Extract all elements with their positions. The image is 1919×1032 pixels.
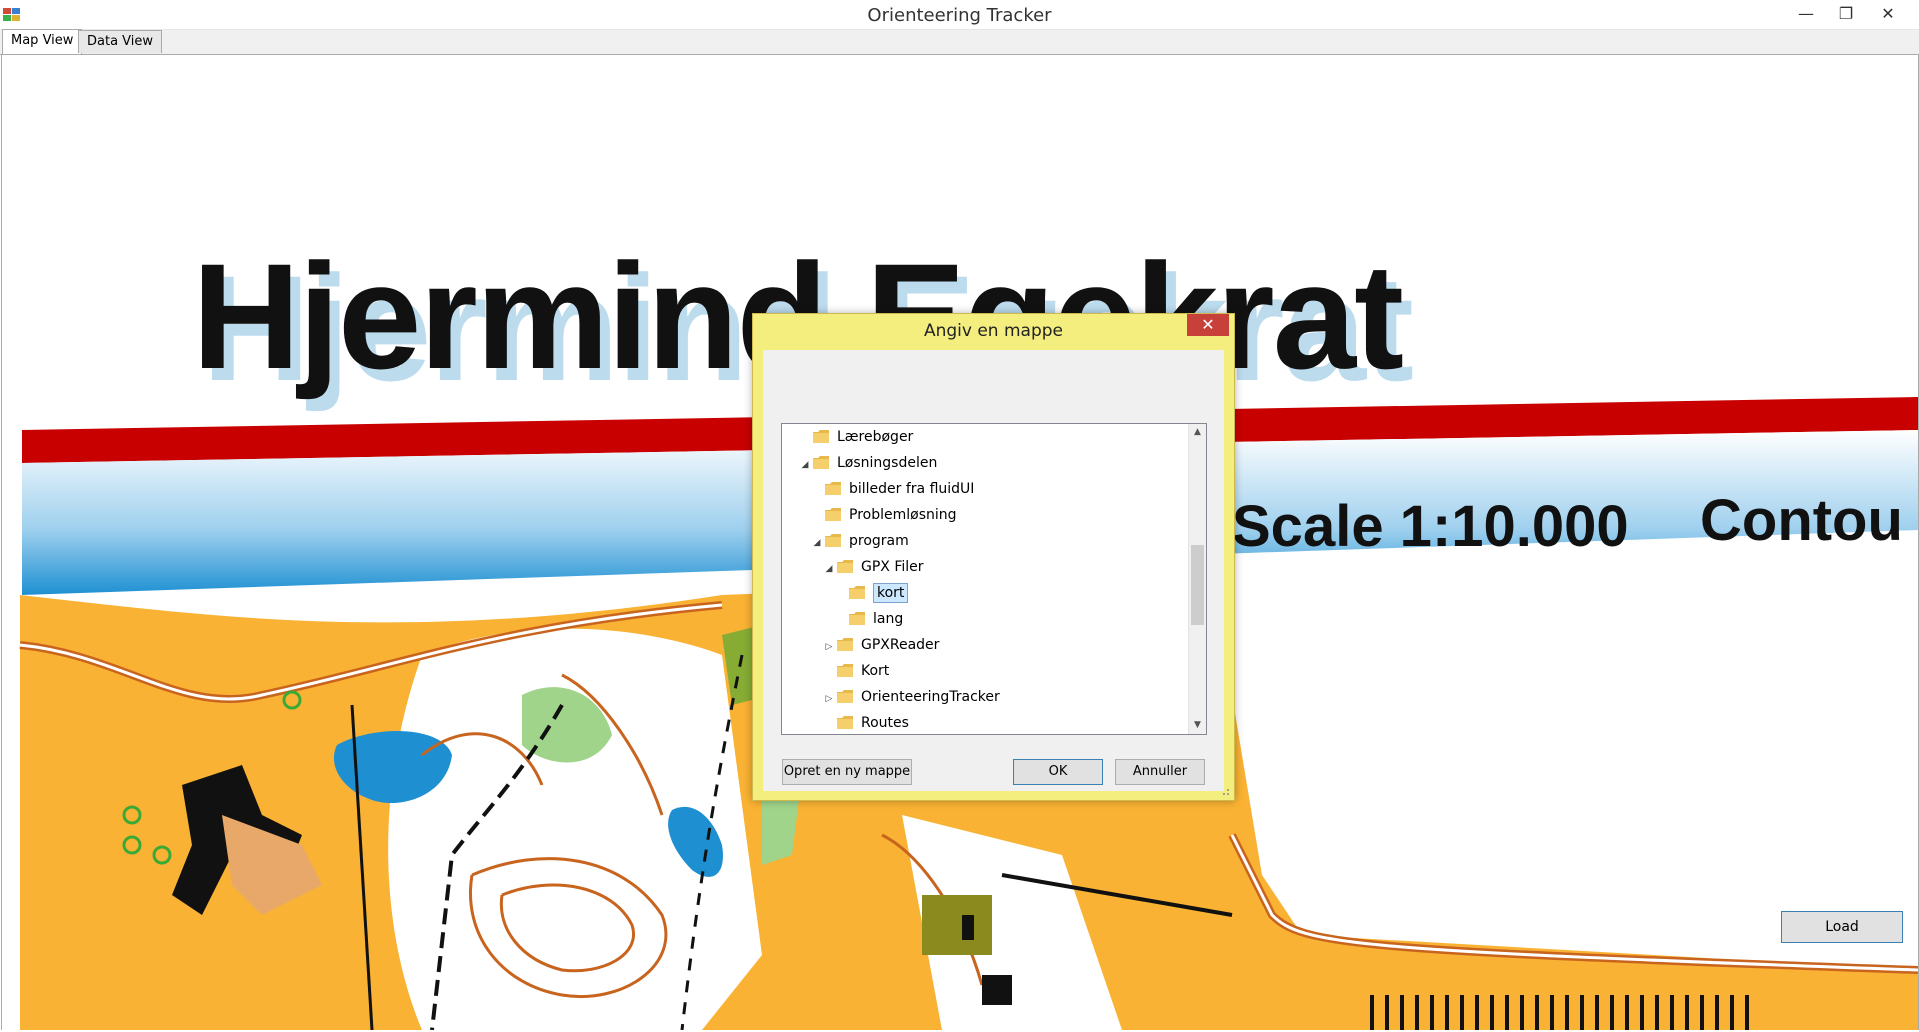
- tree-expander-icon[interactable]: ▷: [825, 642, 833, 652]
- scroll-up-arrow-icon[interactable]: ▲: [1194, 427, 1201, 437]
- folder-icon: [825, 481, 841, 495]
- tree-item[interactable]: kort: [834, 580, 909, 606]
- dialog-body: Lærebøger ◢ Løsningsdelen billeder fra flui…: [763, 350, 1224, 791]
- tree-item-label: Løsningsdelen: [837, 455, 938, 471]
- tree-item[interactable]: Kort: [822, 658, 889, 684]
- maximize-button[interactable]: ❐: [1838, 4, 1854, 23]
- folder-icon: [813, 429, 829, 443]
- tab-strip: Map View Data View: [0, 29, 1919, 55]
- tree-expander-icon[interactable]: ▷: [825, 694, 833, 704]
- window-title: Orienteering Tracker: [867, 5, 1052, 26]
- folder-icon: [849, 585, 865, 599]
- tree-item-label: Lærebøger: [837, 429, 914, 445]
- tree-item[interactable]: ◢ program: [810, 528, 909, 554]
- tree-item-label: lang: [873, 611, 904, 627]
- tab-map-view[interactable]: Map View: [2, 29, 83, 54]
- folder-icon: [837, 663, 853, 677]
- tree-item-label: Routes: [861, 715, 909, 731]
- tree-item[interactable]: billeder fra fluidUI: [810, 476, 974, 502]
- tree-item-label: Problemløsning: [849, 507, 957, 523]
- tree-expander-icon[interactable]: ◢: [801, 460, 809, 470]
- tree-item-label: OrienteeringTracker: [861, 689, 1000, 705]
- tree-item[interactable]: Lærebøger: [798, 424, 913, 450]
- close-window-button[interactable]: ✕: [1881, 4, 1895, 23]
- tree-item[interactable]: ▷ GPXReader: [822, 632, 940, 658]
- map-contour-text: Contou: [1700, 488, 1903, 553]
- folder-browser-dialog: Angiv en mappe ✕ Lærebøger ◢ Løsningsdelen…: [752, 313, 1235, 801]
- folder-tree[interactable]: Lærebøger ◢ Løsningsdelen billeder fra flui…: [781, 423, 1207, 735]
- tree-item-label: GPX Filer: [861, 559, 924, 575]
- folder-icon: [837, 559, 853, 573]
- tree-item-label: kort: [873, 583, 909, 603]
- cancel-button[interactable]: Annuller: [1115, 759, 1205, 785]
- new-folder-button[interactable]: Opret en ny mappe: [782, 759, 912, 785]
- tree-item-label: GPXReader: [861, 637, 940, 653]
- ok-button[interactable]: OK: [1013, 759, 1103, 785]
- load-button[interactable]: Load: [1781, 911, 1903, 943]
- resize-grip-icon[interactable]: [1220, 786, 1230, 796]
- title-bar: Orienteering Tracker — ❐ ✕: [0, 0, 1919, 30]
- dialog-title: Angiv en mappe: [923, 321, 1064, 341]
- folder-icon: [837, 637, 853, 651]
- dialog-close-button[interactable]: ✕: [1187, 314, 1229, 336]
- folder-icon: [837, 715, 853, 729]
- tree-item[interactable]: ◢ Løsningsdelen: [798, 450, 938, 476]
- minimize-button[interactable]: —: [1798, 4, 1814, 23]
- map-scale-text: Scale 1:10.000: [1232, 494, 1629, 559]
- folder-icon: [837, 689, 853, 703]
- tree-item-label: billeder fra fluidUI: [849, 481, 975, 497]
- tree-item[interactable]: ▷ OrienteeringTracker: [822, 684, 1000, 710]
- scroll-down-arrow-icon[interactable]: ▼: [1194, 720, 1201, 730]
- folder-icon: [825, 507, 841, 521]
- app-icon: [3, 8, 20, 21]
- scroll-thumb[interactable]: [1191, 545, 1204, 625]
- tree-expander-icon[interactable]: ◢: [825, 564, 833, 574]
- tree-item-label: Kort: [861, 663, 890, 679]
- folder-icon: [813, 455, 829, 469]
- tab-data-view[interactable]: Data View: [78, 30, 163, 53]
- folder-icon: [825, 533, 841, 547]
- tree-expander-icon[interactable]: ◢: [813, 538, 821, 548]
- tree-item-label: program: [849, 533, 909, 549]
- tree-scrollbar[interactable]: ▲ ▼: [1188, 424, 1206, 734]
- folder-icon: [849, 611, 865, 625]
- tree-item[interactable]: Routes: [822, 710, 909, 734]
- tree-item[interactable]: lang: [834, 606, 903, 632]
- tree-item[interactable]: ◢ GPX Filer: [822, 554, 924, 580]
- tree-item[interactable]: Problemløsning: [810, 502, 957, 528]
